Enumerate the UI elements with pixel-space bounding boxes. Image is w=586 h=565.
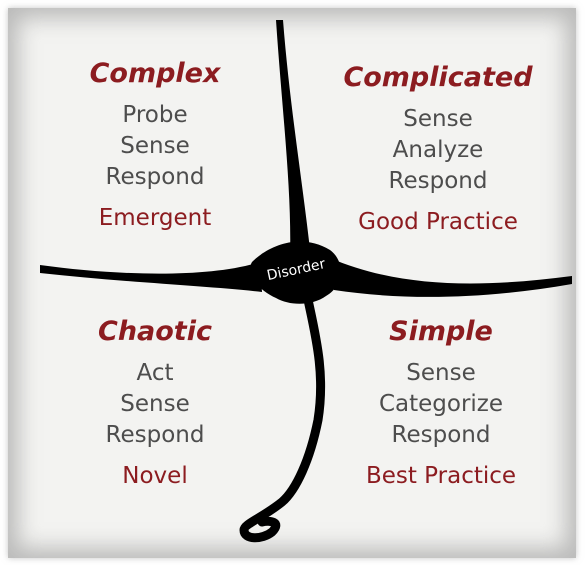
step-item: Sense bbox=[403, 106, 473, 132]
step-item: Respond bbox=[105, 164, 205, 190]
domain-steps: Act Sense Respond bbox=[55, 358, 255, 451]
step-item: Respond bbox=[388, 168, 488, 194]
domain-practice: Novel bbox=[122, 463, 188, 489]
step-item: Respond bbox=[391, 422, 491, 448]
disorder-region bbox=[250, 241, 341, 304]
domain-title: Simple bbox=[389, 316, 493, 347]
domain-title: Complicated bbox=[343, 62, 533, 93]
domain-complex: Complex Probe Sense Respond Emergent bbox=[55, 58, 255, 233]
domain-simple: Simple Sense Categorize Respond Best Pra… bbox=[336, 316, 546, 491]
step-item: Act bbox=[136, 360, 174, 386]
domain-complicated: Complicated Sense Analyze Respond Good P… bbox=[325, 62, 551, 237]
step-item: Sense bbox=[406, 360, 476, 386]
domain-title: Chaotic bbox=[98, 316, 212, 347]
domain-steps: Sense Categorize Respond bbox=[336, 358, 546, 451]
domain-chaotic: Chaotic Act Sense Respond Novel bbox=[55, 316, 255, 491]
step-item: Sense bbox=[120, 133, 190, 159]
domain-steps: Sense Analyze Respond bbox=[325, 104, 551, 197]
domain-steps: Probe Sense Respond bbox=[55, 100, 255, 193]
boundary-bottom bbox=[239, 285, 326, 543]
domain-practice: Emergent bbox=[98, 205, 212, 231]
domain-practice: Good Practice bbox=[358, 209, 518, 235]
step-item: Categorize bbox=[378, 391, 504, 417]
step-item: Respond bbox=[105, 422, 205, 448]
boundary-top bbox=[276, 20, 312, 268]
step-item: Probe bbox=[122, 102, 188, 128]
domain-title: Complex bbox=[89, 58, 221, 89]
step-item: Sense bbox=[120, 391, 190, 417]
step-item: Analyze bbox=[392, 137, 484, 163]
boundary-left bbox=[40, 262, 262, 292]
domain-practice: Best Practice bbox=[365, 463, 517, 489]
boundary-right bbox=[330, 258, 572, 297]
